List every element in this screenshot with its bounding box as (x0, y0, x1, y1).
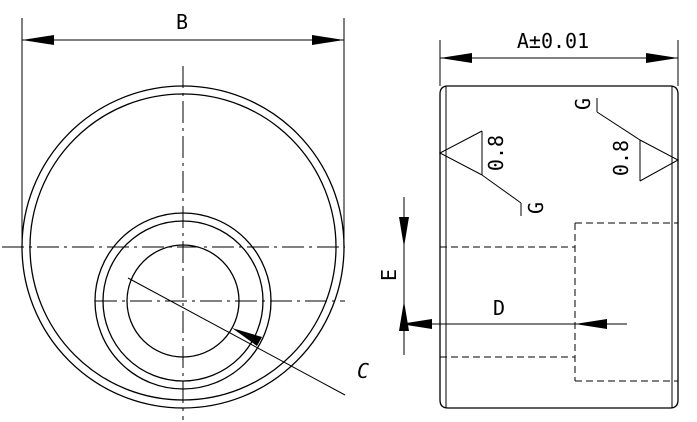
dim-c-arrow (232, 328, 262, 346)
front-view: B C (2, 10, 369, 420)
dim-d-arrow-left (400, 319, 432, 329)
roughness-left-value: 0.8 (484, 135, 508, 171)
dim-a-arrow-left (440, 53, 472, 63)
dim-e-arrow-bottom (399, 301, 409, 331)
roughness-left-triangle (438, 130, 483, 176)
roughness-right-triangle (639, 139, 680, 182)
dim-d-arrow-right (575, 319, 607, 329)
dim-b-arrow-right (312, 35, 344, 45)
dim-a-label: A±0.01 (517, 29, 589, 53)
dim-c-label: C (357, 359, 369, 383)
dim-b-arrow-left (22, 35, 54, 45)
dim-c-leader (127, 277, 346, 396)
roughness-right-letter: G (571, 98, 595, 110)
side-outline (439, 85, 679, 409)
roughness-right-value: 0.8 (609, 140, 633, 176)
dim-d-label: D (493, 296, 505, 320)
roughness-left-letter: G (524, 202, 548, 214)
dim-e-label: E (377, 269, 401, 281)
roughness-right-leader (596, 111, 641, 141)
roughness-symbol-left: 0.8 G (438, 130, 548, 216)
roughness-left-leader (481, 174, 522, 204)
dim-e-arrow-top (399, 217, 409, 247)
dim-a-arrow-right (646, 53, 678, 63)
dim-b-label: B (176, 10, 188, 34)
roughness-symbol-right: 0.8 G (571, 98, 680, 182)
dim-e: E (377, 197, 409, 355)
side-view: A±0.01 D 0.8 G 0.8 G (400, 29, 680, 409)
